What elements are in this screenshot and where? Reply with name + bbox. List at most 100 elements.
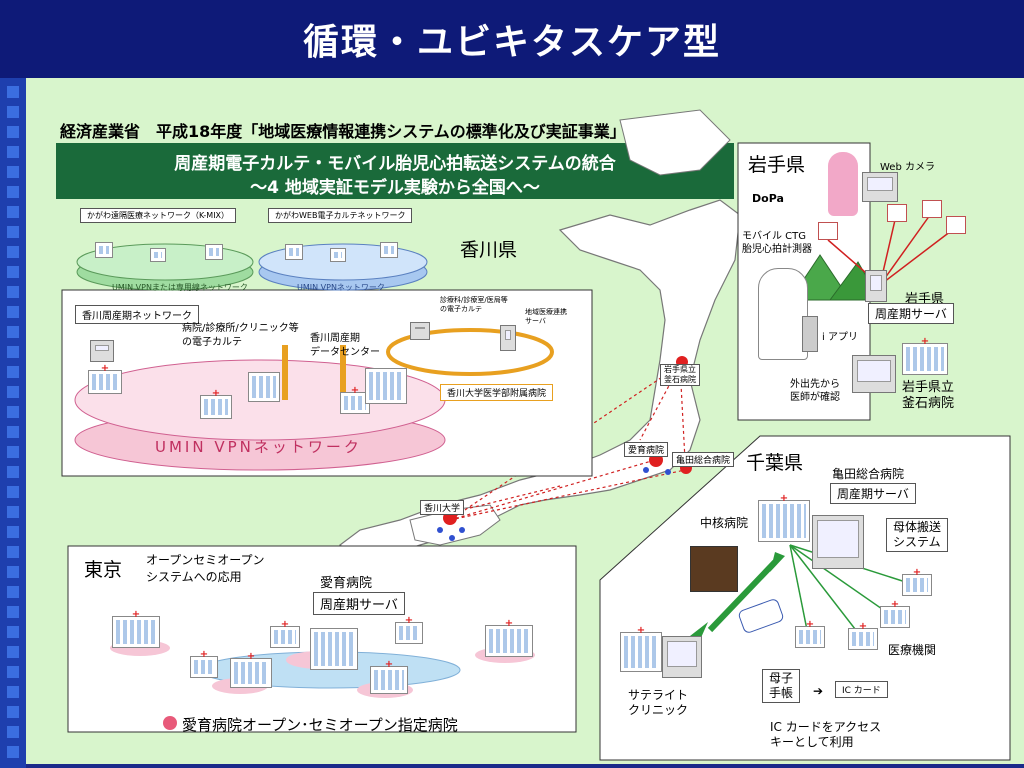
transport-system-label: 母体搬送 システム <box>886 518 949 552</box>
kagawa-region-label: 香川県 <box>460 239 518 261</box>
hospital-building-icon: + <box>230 651 272 688</box>
kameda-hospital-icon: + <box>758 493 810 542</box>
strip-square <box>7 706 19 718</box>
hospital-building-icon: + <box>200 388 232 419</box>
ministry-heading: 経済産業省 平成18年度「地域医療情報連携システムの標準化及び実証事業」 <box>60 122 626 141</box>
hospital-building-icon: + <box>112 609 160 648</box>
strip-square <box>7 526 19 538</box>
banner: 周産期電子カルテ・モバイル胎児心拍転送システムの統合 ～4 地域実証モデル実験か… <box>56 143 734 199</box>
map-label-kagawa-univ: 香川大学 <box>420 500 465 515</box>
strip-square <box>7 406 19 418</box>
university-hospital-label: 香川大学医学部附属病院 <box>440 384 554 401</box>
strip-square <box>7 386 19 398</box>
server-icon <box>500 325 516 351</box>
banner-line2: ～4 地域実証モデル実験から全国へ～ <box>250 178 540 198</box>
regional-server-label: 地域医療連携 サーバ <box>525 308 567 325</box>
strip-square <box>7 226 19 238</box>
iwate-region-label: 岩手県 <box>748 154 806 176</box>
banner-line1: 周産期電子カルテ・モバイル胎児心拍転送システムの統合 <box>174 154 616 174</box>
ring1-building-icon <box>95 242 113 258</box>
clinic-icon: + <box>848 621 878 650</box>
strip-square <box>7 446 19 458</box>
pc-icon <box>410 322 430 340</box>
university-building-icon <box>365 368 407 404</box>
satellite-clinic-icon: + <box>620 625 662 672</box>
house-icon <box>818 222 838 240</box>
doctor-check-label: 外出先から 医師が確認 <box>790 379 840 403</box>
strip-square <box>7 486 19 498</box>
strip-square <box>7 506 19 518</box>
strip-square <box>7 746 19 758</box>
pregnant-woman-icon <box>828 152 858 216</box>
iapp-label: i アプリ <box>822 332 858 343</box>
pc-icon <box>662 636 702 678</box>
house-icon <box>946 216 966 234</box>
house-icon <box>922 200 942 218</box>
perinatal-network-label: 香川周産期ネットワーク <box>75 305 199 324</box>
clinic-icon: + <box>880 599 910 628</box>
strip-square <box>7 546 19 558</box>
strip-square <box>7 726 19 738</box>
strip-square <box>7 186 19 198</box>
ring2-building-icon <box>330 248 346 262</box>
left-decorative-strip <box>0 78 26 768</box>
server-icon <box>865 270 887 302</box>
iwate-hospital-label: 岩手県立 釜石病院 <box>902 380 955 411</box>
ultrasound-image <box>690 546 738 592</box>
monitor-icon <box>812 515 864 569</box>
chiba-server-label: 周産期サーバ <box>830 483 916 504</box>
core-hospital-label: 中核病院 <box>700 516 749 530</box>
webcam-pc-icon <box>862 172 898 202</box>
kameda-label: 亀田総合病院 <box>832 467 905 481</box>
open-semi-open-note: オープンセミオープン システムへの応用 <box>146 553 265 584</box>
strip-square <box>7 466 19 478</box>
chiba-region-label: 千葉県 <box>746 452 804 474</box>
strip-square <box>7 86 19 98</box>
kamaishi-hospital-icon: + <box>902 336 948 375</box>
ic-card-label: IC カード <box>835 681 888 698</box>
strip-square <box>7 426 19 438</box>
ring2-building-icon <box>285 244 303 260</box>
ring2-building-icon <box>380 242 398 258</box>
house-icon <box>887 204 907 222</box>
medical-institution-label: 医療機関 <box>888 643 937 657</box>
clinic-icon: + <box>902 567 932 596</box>
emr-label: 病院/診療所/クリニック等 の電子カルテ <box>182 323 299 348</box>
webcam-label: Web カメラ <box>880 162 935 173</box>
hospital-building-icon: + <box>370 659 408 694</box>
ic-note-label: IC カードをアクセス キーとして利用 <box>770 720 882 749</box>
clinic-icon: + <box>190 649 218 678</box>
aiiku-hospital-icon <box>310 628 358 670</box>
strip-square <box>7 126 19 138</box>
dopa-label: DoPa <box>752 192 784 205</box>
hospital-building-icon: + <box>485 618 533 657</box>
map-label-aiiku: 愛育病院 <box>624 442 669 457</box>
map-label-kameda: 亀田総合病院 <box>672 452 735 467</box>
aiiku-label: 愛育病院 <box>320 576 373 591</box>
strip-square <box>7 346 19 358</box>
map-label-kamaishi: 岩手県立 釜石病院 <box>660 364 700 386</box>
strip-square <box>7 366 19 378</box>
strip-square <box>7 666 19 678</box>
strip-square <box>7 626 19 638</box>
tokyo-server-label: 周産期サーバ <box>313 592 405 615</box>
pc-icon <box>852 355 896 393</box>
strip-square <box>7 606 19 618</box>
clinic-icon: + <box>795 619 825 648</box>
strip-square <box>7 686 19 698</box>
clinic-icon: + <box>270 619 300 648</box>
datacenter-label: 香川周産期 データセンター <box>310 333 380 358</box>
clinic-icon: + <box>395 615 423 644</box>
satellite-clinic-label: サテライト クリニック <box>628 688 689 717</box>
pc-icon <box>90 340 114 362</box>
iwate-server-label: 周産期サーバ <box>868 303 954 324</box>
strip-square <box>7 646 19 658</box>
web-emr-label: かがわWEB電子カルテネットワーク <box>268 208 413 223</box>
hospital-building-icon: + <box>88 363 122 394</box>
hokkaido-map <box>619 109 731 176</box>
vpn-ring1-label: UMIN VPNまたは専用線ネットワーク <box>112 283 248 292</box>
clinic-emr-label: 診療科/診療室/医局等 の電子カルテ <box>440 296 508 313</box>
vpn-ring2-label: UMIN VPNネットワーク <box>297 283 385 292</box>
strip-square <box>7 586 19 598</box>
doctor-icon <box>758 268 808 360</box>
